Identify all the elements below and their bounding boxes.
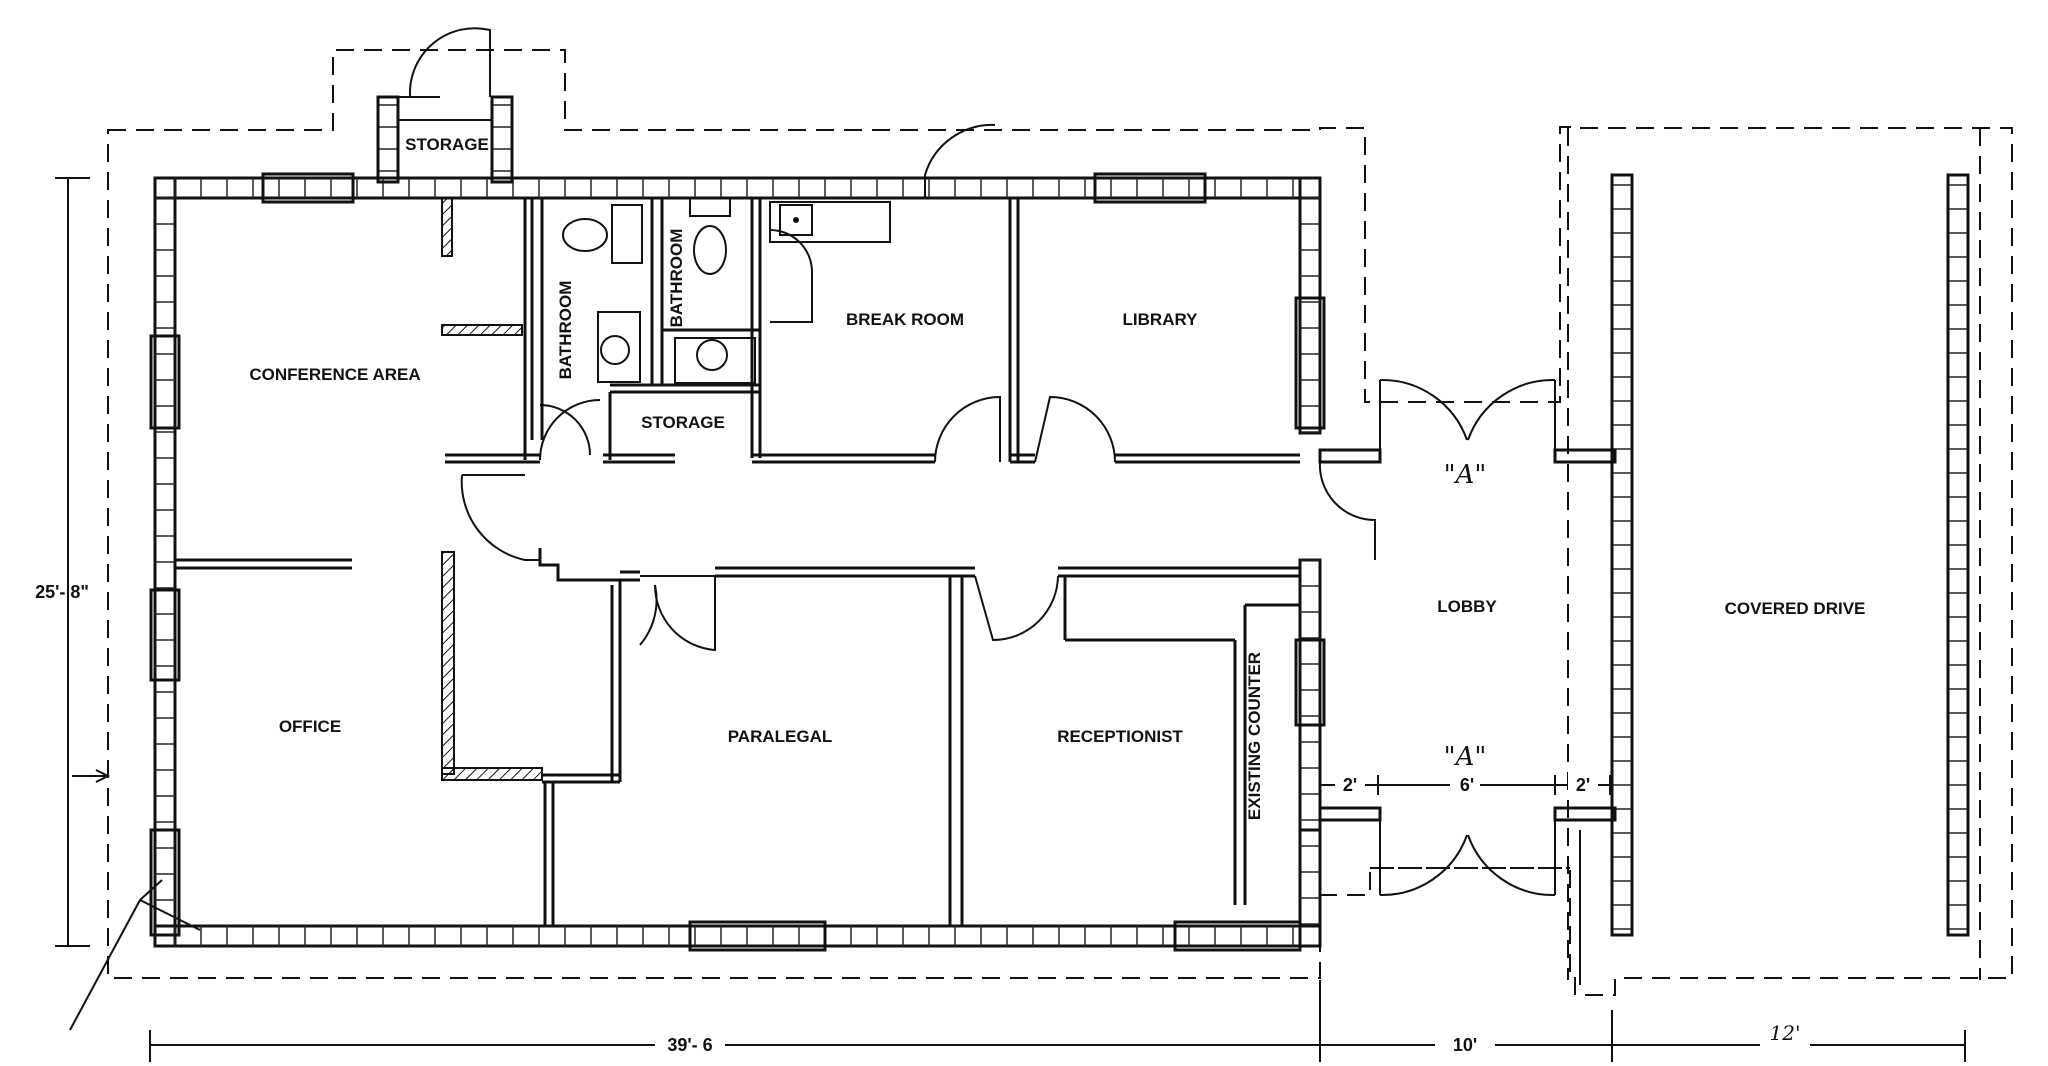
dim-entry-mid: 6' bbox=[1460, 775, 1474, 795]
label-receptionist: RECEPTIONIST bbox=[1057, 727, 1183, 746]
dim-width-drive: 12' bbox=[1770, 1021, 1801, 1045]
label-existing-counter: EXISTING COUNTER bbox=[1245, 652, 1264, 820]
room-labels: STORAGE BATHROOM BATHROOM BREAK ROOM LIB… bbox=[249, 135, 1865, 820]
brick-courses bbox=[155, 104, 1968, 946]
exterior-wall bbox=[153, 176, 1322, 948]
interior-walls bbox=[175, 173, 1970, 985]
dim-entry-left: 2' bbox=[1343, 775, 1357, 795]
label-paralegal: PARALEGAL bbox=[728, 727, 833, 746]
plumbing-fixtures bbox=[562, 197, 891, 384]
label-bathroom-1: BATHROOM bbox=[556, 281, 575, 380]
label-bathroom-2: BATHROOM bbox=[667, 229, 686, 328]
label-lobby: LOBBY bbox=[1437, 597, 1497, 616]
dim-width-main: 39'- 6 bbox=[667, 1035, 712, 1055]
label-conference-area: CONFERENCE AREA bbox=[249, 365, 420, 384]
dim-width-lobby: 10' bbox=[1453, 1035, 1477, 1055]
leader-arrows bbox=[69, 879, 201, 1031]
dimension-entry: 2' 6' 2' bbox=[1319, 772, 1611, 795]
windows bbox=[149, 172, 1326, 952]
label-library: LIBRARY bbox=[1123, 310, 1199, 329]
covered-drive-outline bbox=[1567, 128, 1981, 980]
label-storage-mid: STORAGE bbox=[641, 413, 725, 432]
dimension-horizontal: 39'- 6 10' 12' bbox=[149, 980, 1966, 1062]
dim-entry-right: 2' bbox=[1576, 775, 1590, 795]
doors bbox=[460, 123, 1556, 897]
roof-outline-main bbox=[107, 49, 2013, 996]
door-marks: "A" "A" bbox=[1444, 460, 1487, 772]
door-mark-bottom: "A" bbox=[1444, 742, 1487, 772]
label-storage-top: STORAGE bbox=[405, 135, 489, 154]
label-office: OFFICE bbox=[279, 717, 341, 736]
label-covered-drive: COVERED DRIVE bbox=[1725, 599, 1866, 618]
door-mark-top: "A" bbox=[1444, 460, 1487, 490]
dimension-vertical: 25'- 8" bbox=[35, 177, 111, 947]
storage-bumpout bbox=[376, 27, 514, 184]
label-break-room: BREAK ROOM bbox=[846, 310, 964, 329]
dim-height: 25'- 8" bbox=[35, 582, 89, 602]
